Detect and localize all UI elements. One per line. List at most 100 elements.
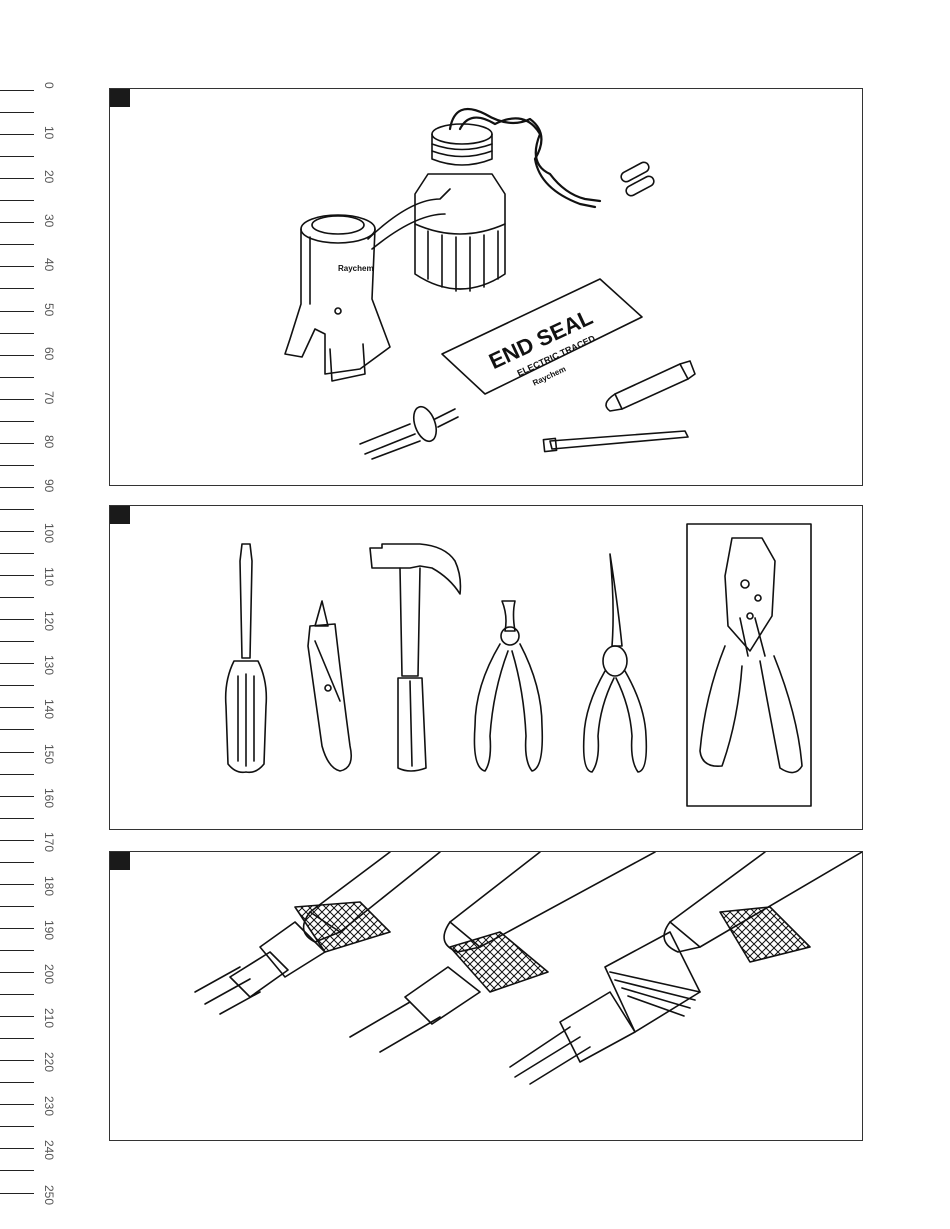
ruler-tick-major (0, 178, 34, 179)
ruler-label: 40 (42, 258, 56, 278)
ruler-tick-major (0, 619, 34, 620)
ruler-label: 190 (42, 920, 56, 940)
ruler-label: 170 (42, 832, 56, 852)
ruler-tick-minor (0, 553, 34, 554)
ruler-tick-major (0, 266, 34, 267)
ruler-label: 220 (42, 1052, 56, 1072)
ruler-label: 10 (42, 126, 56, 146)
ruler-tick-major (0, 928, 34, 929)
ruler-tick-major (0, 707, 34, 708)
ruler-label: 90 (42, 479, 56, 499)
ruler-tick-major (0, 575, 34, 576)
ruler-label: 60 (42, 347, 56, 367)
ruler-tick-major (0, 311, 34, 312)
ruler-label: 180 (42, 876, 56, 896)
screwdriver-icon (226, 544, 267, 772)
ruler-tick-minor (0, 906, 34, 907)
ruler-label: 200 (42, 964, 56, 984)
ruler-label: 0 (42, 82, 56, 102)
ruler-label: 250 (42, 1185, 56, 1205)
ruler-tick-minor (0, 200, 34, 201)
panel-kit-contents: Raychem (109, 88, 863, 486)
ruler-label: 100 (42, 523, 56, 543)
ruler-tick-major (0, 752, 34, 753)
ruler-label: 30 (42, 214, 56, 234)
ruler-tick-major (0, 222, 34, 223)
heating-cable-1-icon (195, 852, 440, 1014)
ruler-tick-major (0, 1104, 34, 1105)
ruler-tick-minor (0, 333, 34, 334)
ruler-label: 80 (42, 435, 56, 455)
ruler-tick-major (0, 972, 34, 973)
ruler-tick-minor (0, 244, 34, 245)
ruler-tick-major (0, 884, 34, 885)
ruler-tick-major (0, 531, 34, 532)
ruler-tick-major (0, 487, 34, 488)
ruler-label: 110 (42, 567, 56, 587)
ruler-tick-major (0, 796, 34, 797)
needle-nose-pliers-icon (584, 554, 647, 772)
crimping-tool-icon (700, 538, 802, 773)
ruler-tick-minor (0, 1082, 34, 1083)
crimping-tool-frame (687, 524, 811, 806)
ruler-tick-minor (0, 862, 34, 863)
utility-knife-icon (308, 601, 351, 771)
ruler-label: 140 (42, 699, 56, 719)
ruler-tick-minor (0, 729, 34, 730)
ruler-tick-major (0, 1016, 34, 1017)
installation-tool-icon: Raychem (285, 189, 450, 381)
ruler-tick-minor (0, 774, 34, 775)
ruler-tick-minor (0, 421, 34, 422)
ruler-tick-minor (0, 288, 34, 289)
ruler-tick-major (0, 443, 34, 444)
ruler-tick-major (0, 663, 34, 664)
cables-illustration (110, 852, 862, 1140)
tools-illustration (110, 506, 862, 829)
ruler-tick-minor (0, 818, 34, 819)
millimeter-ruler: 0 10 20 30 40 50 60 70 80 90 100 110 120 130 140 150 160… (0, 0, 70, 1229)
ruler-label: 240 (42, 1140, 56, 1160)
ruler-tick-major (0, 90, 34, 91)
sleeves-icon (619, 161, 655, 198)
ruler-tick-minor (0, 597, 34, 598)
ruler-tick-minor (0, 641, 34, 642)
ruler-tick-major (0, 1060, 34, 1061)
ruler-label: 50 (42, 303, 56, 323)
tool-brand-text: Raychem (338, 264, 374, 273)
ruler-label: 150 (42, 744, 56, 764)
ruler-tick-major (0, 355, 34, 356)
ruler-label: 70 (42, 391, 56, 411)
heating-cable-3-icon (510, 852, 862, 1084)
panel-heating-cables (109, 851, 863, 1141)
cable-tie-icon (543, 431, 688, 452)
ruler-tick-minor (0, 112, 34, 113)
ruler-label: 230 (42, 1096, 56, 1116)
ruler-tick-major (0, 134, 34, 135)
ruler-label: 160 (42, 788, 56, 808)
gland-body-icon (415, 124, 505, 291)
kit-contents-illustration: Raychem (110, 89, 862, 485)
twisted-wires-icon (450, 109, 600, 207)
ruler-tick-minor (0, 685, 34, 686)
ruler-tick-major (0, 399, 34, 400)
ruler-tick-major (0, 840, 34, 841)
ruler-tick-minor (0, 1126, 34, 1127)
ruler-tick-minor (0, 1170, 34, 1171)
ruler-tick-minor (0, 994, 34, 995)
ruler-label: 20 (42, 170, 56, 190)
hammer-icon (370, 544, 460, 771)
ruler-label: 120 (42, 611, 56, 631)
ruler-tick-minor (0, 1038, 34, 1039)
ruler-tick-major (0, 1148, 34, 1149)
ruler-label: 130 (42, 655, 56, 675)
panel-required-tools (109, 505, 863, 830)
heating-cable-2-icon (350, 852, 655, 1052)
ruler-label: 210 (42, 1008, 56, 1028)
ruler-tick-major (0, 1193, 34, 1194)
ruler-tick-minor (0, 950, 34, 951)
ruler-tick-minor (0, 156, 34, 157)
ruler-tick-minor (0, 377, 34, 378)
ruler-tick-minor (0, 509, 34, 510)
ruler-tick-minor (0, 465, 34, 466)
sealant-tube-icon (606, 361, 695, 411)
